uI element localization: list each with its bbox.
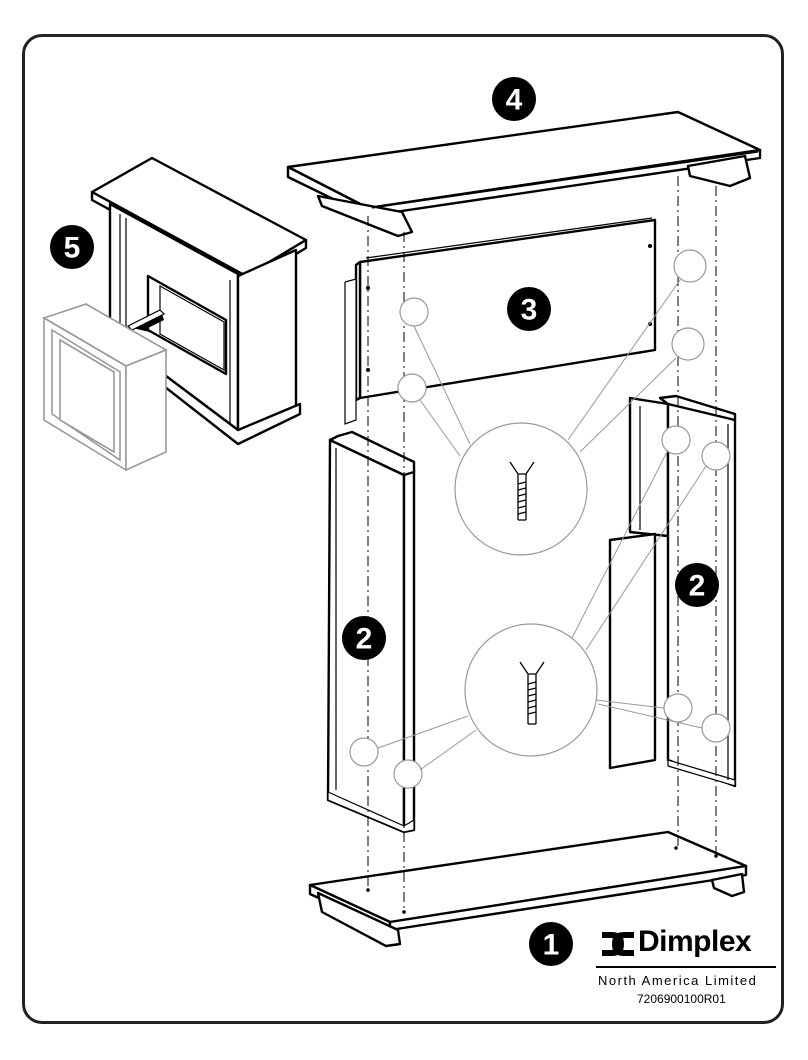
brand-name: Dimplex [638, 924, 782, 960]
step-badge-3: 3 [507, 287, 551, 331]
mantel-shelf [288, 112, 760, 236]
svg-text:3: 3 [521, 294, 538, 327]
svg-text:2: 2 [356, 623, 373, 656]
svg-text:4: 4 [506, 84, 523, 117]
svg-text:2: 2 [689, 570, 706, 603]
step-badge-4: 4 [492, 77, 536, 121]
step-badge-1: 1 [529, 922, 573, 966]
wing-bolt-detail-upper [455, 423, 587, 555]
brand-divider [596, 966, 776, 968]
step-badge-2-right: 2 [675, 563, 719, 607]
document-part-number: 7206900100R01 [637, 992, 726, 1006]
svg-text:5: 5 [64, 232, 81, 265]
back-panel [345, 218, 655, 424]
svg-text:1: 1 [543, 929, 560, 962]
dimplex-logo-icon [600, 930, 636, 958]
step-badge-2-left: 2 [342, 616, 386, 660]
step-badge-5: 5 [50, 225, 94, 269]
brand-subtitle: North America Limited [598, 973, 757, 988]
wing-bolt-detail-lower [465, 624, 597, 756]
brand-block: Dimplex North America Limited [596, 924, 782, 960]
